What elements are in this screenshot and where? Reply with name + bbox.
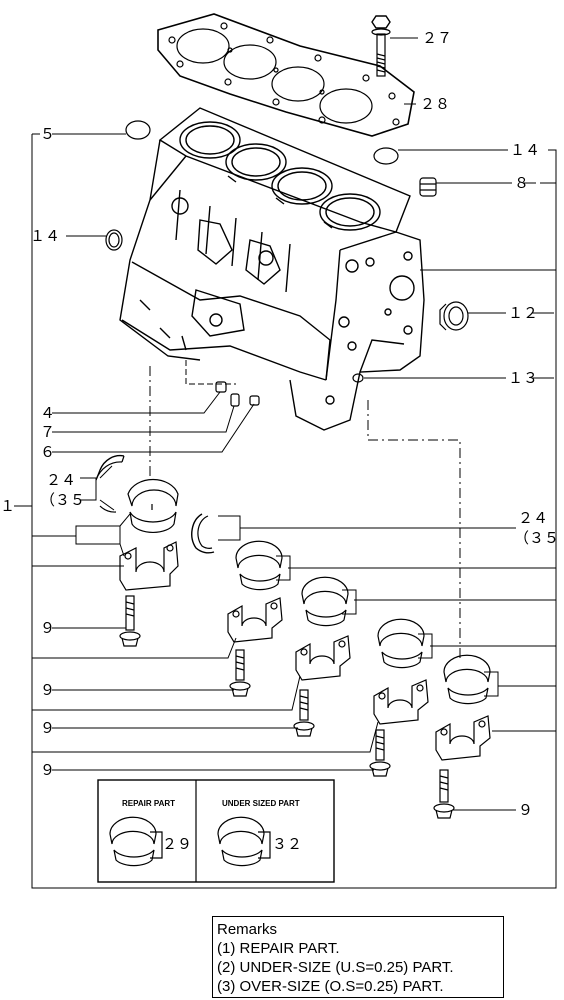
main-bolt-4 bbox=[369, 729, 391, 777]
label-32: ３２ bbox=[272, 835, 302, 853]
label-1: １ bbox=[0, 497, 15, 515]
bearing-cap-1 bbox=[119, 541, 179, 591]
bearing-shell-1 bbox=[127, 478, 179, 533]
remarks-line-3: (3) OVER-SIZE (O.S=0.25) PART. bbox=[217, 978, 444, 995]
o-ring-left bbox=[105, 229, 123, 251]
label-13: １３ bbox=[508, 369, 538, 387]
dowel bbox=[230, 393, 240, 407]
undersized-part-shell bbox=[217, 816, 271, 867]
repair-part-shell bbox=[109, 816, 163, 867]
label-6: ６ bbox=[40, 443, 55, 461]
bearing-shell-3 bbox=[301, 576, 349, 627]
bearing-shell-5 bbox=[443, 654, 491, 705]
bearing-cap-4 bbox=[373, 679, 429, 725]
bearing-shell-4 bbox=[377, 618, 425, 669]
cylinder-block bbox=[119, 107, 425, 431]
o-ring-right bbox=[373, 147, 399, 165]
label-9-e: ９ bbox=[518, 801, 533, 819]
remarks-box: Remarks (1) REPAIR PART. (2) UNDER-SIZE … bbox=[212, 916, 504, 998]
label-24-upper: ２４ bbox=[46, 471, 76, 489]
repair-part-title: REPAIR PART bbox=[122, 799, 175, 808]
head-bolt bbox=[371, 15, 391, 77]
pressure-plug bbox=[419, 177, 437, 197]
label-4: ４ bbox=[40, 404, 55, 422]
label-9-d: ９ bbox=[40, 761, 55, 779]
label-9-a: ９ bbox=[40, 619, 55, 637]
label-27: ２７ bbox=[422, 29, 452, 47]
label-8: ８ bbox=[514, 174, 529, 192]
head-gasket bbox=[157, 13, 415, 137]
dowel-pin bbox=[352, 373, 364, 383]
bearing-cap-5 bbox=[435, 715, 491, 761]
label-5: ５ bbox=[40, 125, 55, 143]
label-29: ２９ bbox=[162, 835, 192, 853]
label-24-lower: ２４ bbox=[518, 509, 548, 527]
label-14-right: １４ bbox=[510, 141, 540, 159]
main-bolt-3 bbox=[293, 689, 315, 737]
plug-screw bbox=[249, 395, 260, 406]
label-9-c: ９ bbox=[40, 719, 55, 737]
drain-plug bbox=[215, 381, 227, 393]
main-bolt-5 bbox=[433, 769, 455, 819]
main-bolt-2 bbox=[229, 649, 251, 697]
bearing-cap-3 bbox=[295, 635, 351, 681]
bearing-shell-2 bbox=[235, 540, 283, 591]
label-35-lower: （３５ bbox=[514, 529, 559, 547]
inset-box bbox=[97, 779, 335, 883]
undersized-part-title: UNDER SIZED PART bbox=[222, 799, 300, 808]
thrust-washer-upper bbox=[95, 454, 125, 513]
main-bolt-1 bbox=[119, 595, 141, 647]
bearing-cap-2 bbox=[227, 597, 283, 643]
rear-seal-plug bbox=[125, 120, 151, 140]
front-oil-seal bbox=[439, 301, 469, 331]
label-35-upper: （３５ bbox=[40, 491, 85, 509]
label-9-b: ９ bbox=[40, 681, 55, 699]
label-14-left: １４ bbox=[30, 227, 60, 245]
label-12: １２ bbox=[508, 304, 538, 322]
remarks-line-1: (1) REPAIR PART. bbox=[217, 940, 340, 957]
label-28: ２８ bbox=[420, 95, 450, 113]
label-7: ７ bbox=[40, 423, 55, 441]
thrust-washer-lower bbox=[191, 513, 215, 554]
leader-lines bbox=[14, 37, 557, 889]
remarks-line-2: (2) UNDER-SIZE (U.S=0.25) PART. bbox=[217, 959, 454, 976]
remarks-title: Remarks bbox=[217, 921, 278, 938]
